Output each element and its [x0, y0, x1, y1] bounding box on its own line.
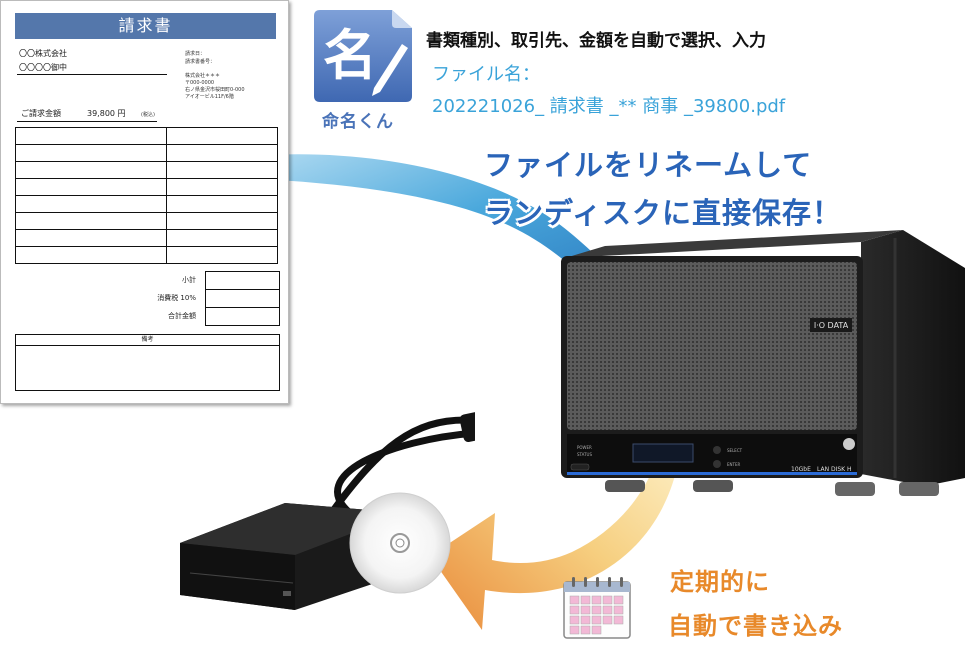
- enter-label: ENTER: [727, 462, 740, 467]
- rename-message-line1: ファイルをリネームして: [484, 148, 813, 182]
- invoice-number: 請求書番号：: [185, 59, 216, 65]
- app-logo-icon: 名: [314, 10, 412, 102]
- schedule-line1: 定期的に: [670, 568, 770, 596]
- app-icon-glyph: 名: [323, 24, 377, 87]
- amount-label: ご請求金額: [21, 109, 61, 118]
- amount-underline: [17, 121, 157, 122]
- subtotal-cell: [205, 271, 280, 290]
- app-icon: 名 命名くん: [314, 10, 414, 132]
- tax-label: 消費税 10%: [157, 294, 196, 302]
- table-row: [15, 127, 278, 145]
- totals-section: 小計 消費税 10% 合計金額: [15, 271, 280, 326]
- status-label: STATUS: [577, 452, 592, 457]
- total-label: 合計金額: [168, 312, 196, 320]
- table-row: [15, 161, 278, 179]
- table-row: [15, 195, 278, 213]
- sender-line: 株式会社＊＊＊: [185, 73, 221, 79]
- invoice-table: [15, 127, 278, 264]
- select-label: SELECT: [727, 448, 743, 453]
- power-label: POWER: [577, 445, 592, 450]
- rename-message-line2: ランディスクに直接保存！: [484, 196, 842, 230]
- schedule-line2: 自動で書き込み: [668, 612, 843, 640]
- total-cell: [205, 307, 280, 326]
- sender-line: アイオービル11F/6階: [185, 94, 234, 100]
- recipient-underline: [17, 74, 167, 75]
- feature-heading: 書類種別、取引先、金額を自動で選択、入力: [426, 31, 766, 51]
- table-row: [15, 212, 278, 230]
- nas-model: LAN DISK H: [817, 466, 852, 473]
- amount-value: 39,800 円: [87, 109, 126, 118]
- invoice-recipient: 〇〇〇〇御中: [19, 63, 67, 72]
- nas-brand: I·O DATA: [814, 321, 849, 330]
- invoice-document: 請求書 〇〇株式会社 〇〇〇〇御中 請求日： 請求書番号： 株式会社＊＊＊ 〒0…: [0, 0, 289, 404]
- tax-note: (税込): [141, 112, 155, 118]
- invoice-date: 請求日：: [185, 51, 206, 57]
- orange-arrow: [430, 398, 682, 630]
- table-row: [15, 178, 278, 196]
- tax-cell: [205, 289, 280, 308]
- sender-line: 右ノ県金沢市桜田町0-000: [185, 87, 245, 93]
- remarks-label: 備考: [16, 335, 279, 346]
- nas-speed: 10GbE: [791, 466, 811, 473]
- invoice-company: 〇〇株式会社: [19, 49, 67, 58]
- table-row: [15, 246, 278, 264]
- table-row: [15, 144, 278, 162]
- calendar-icon: [563, 577, 631, 639]
- subtotal-label: 小計: [182, 276, 196, 284]
- sender-line: 〒000-0000: [185, 80, 215, 86]
- invoice-title: 請求書: [15, 13, 276, 39]
- filename-value: 202221026_ 請求書 _** 商事 _39800.pdf: [432, 96, 786, 117]
- table-row: [15, 229, 278, 247]
- optical-drive: [180, 403, 475, 610]
- filename-label: ファイル名：: [432, 64, 540, 85]
- app-name: 命名くん: [322, 112, 394, 132]
- nas-device: I·O DATA POWER STATUS SELECT ENTER 10GbE…: [561, 230, 965, 496]
- remarks-box: 備考: [15, 334, 280, 391]
